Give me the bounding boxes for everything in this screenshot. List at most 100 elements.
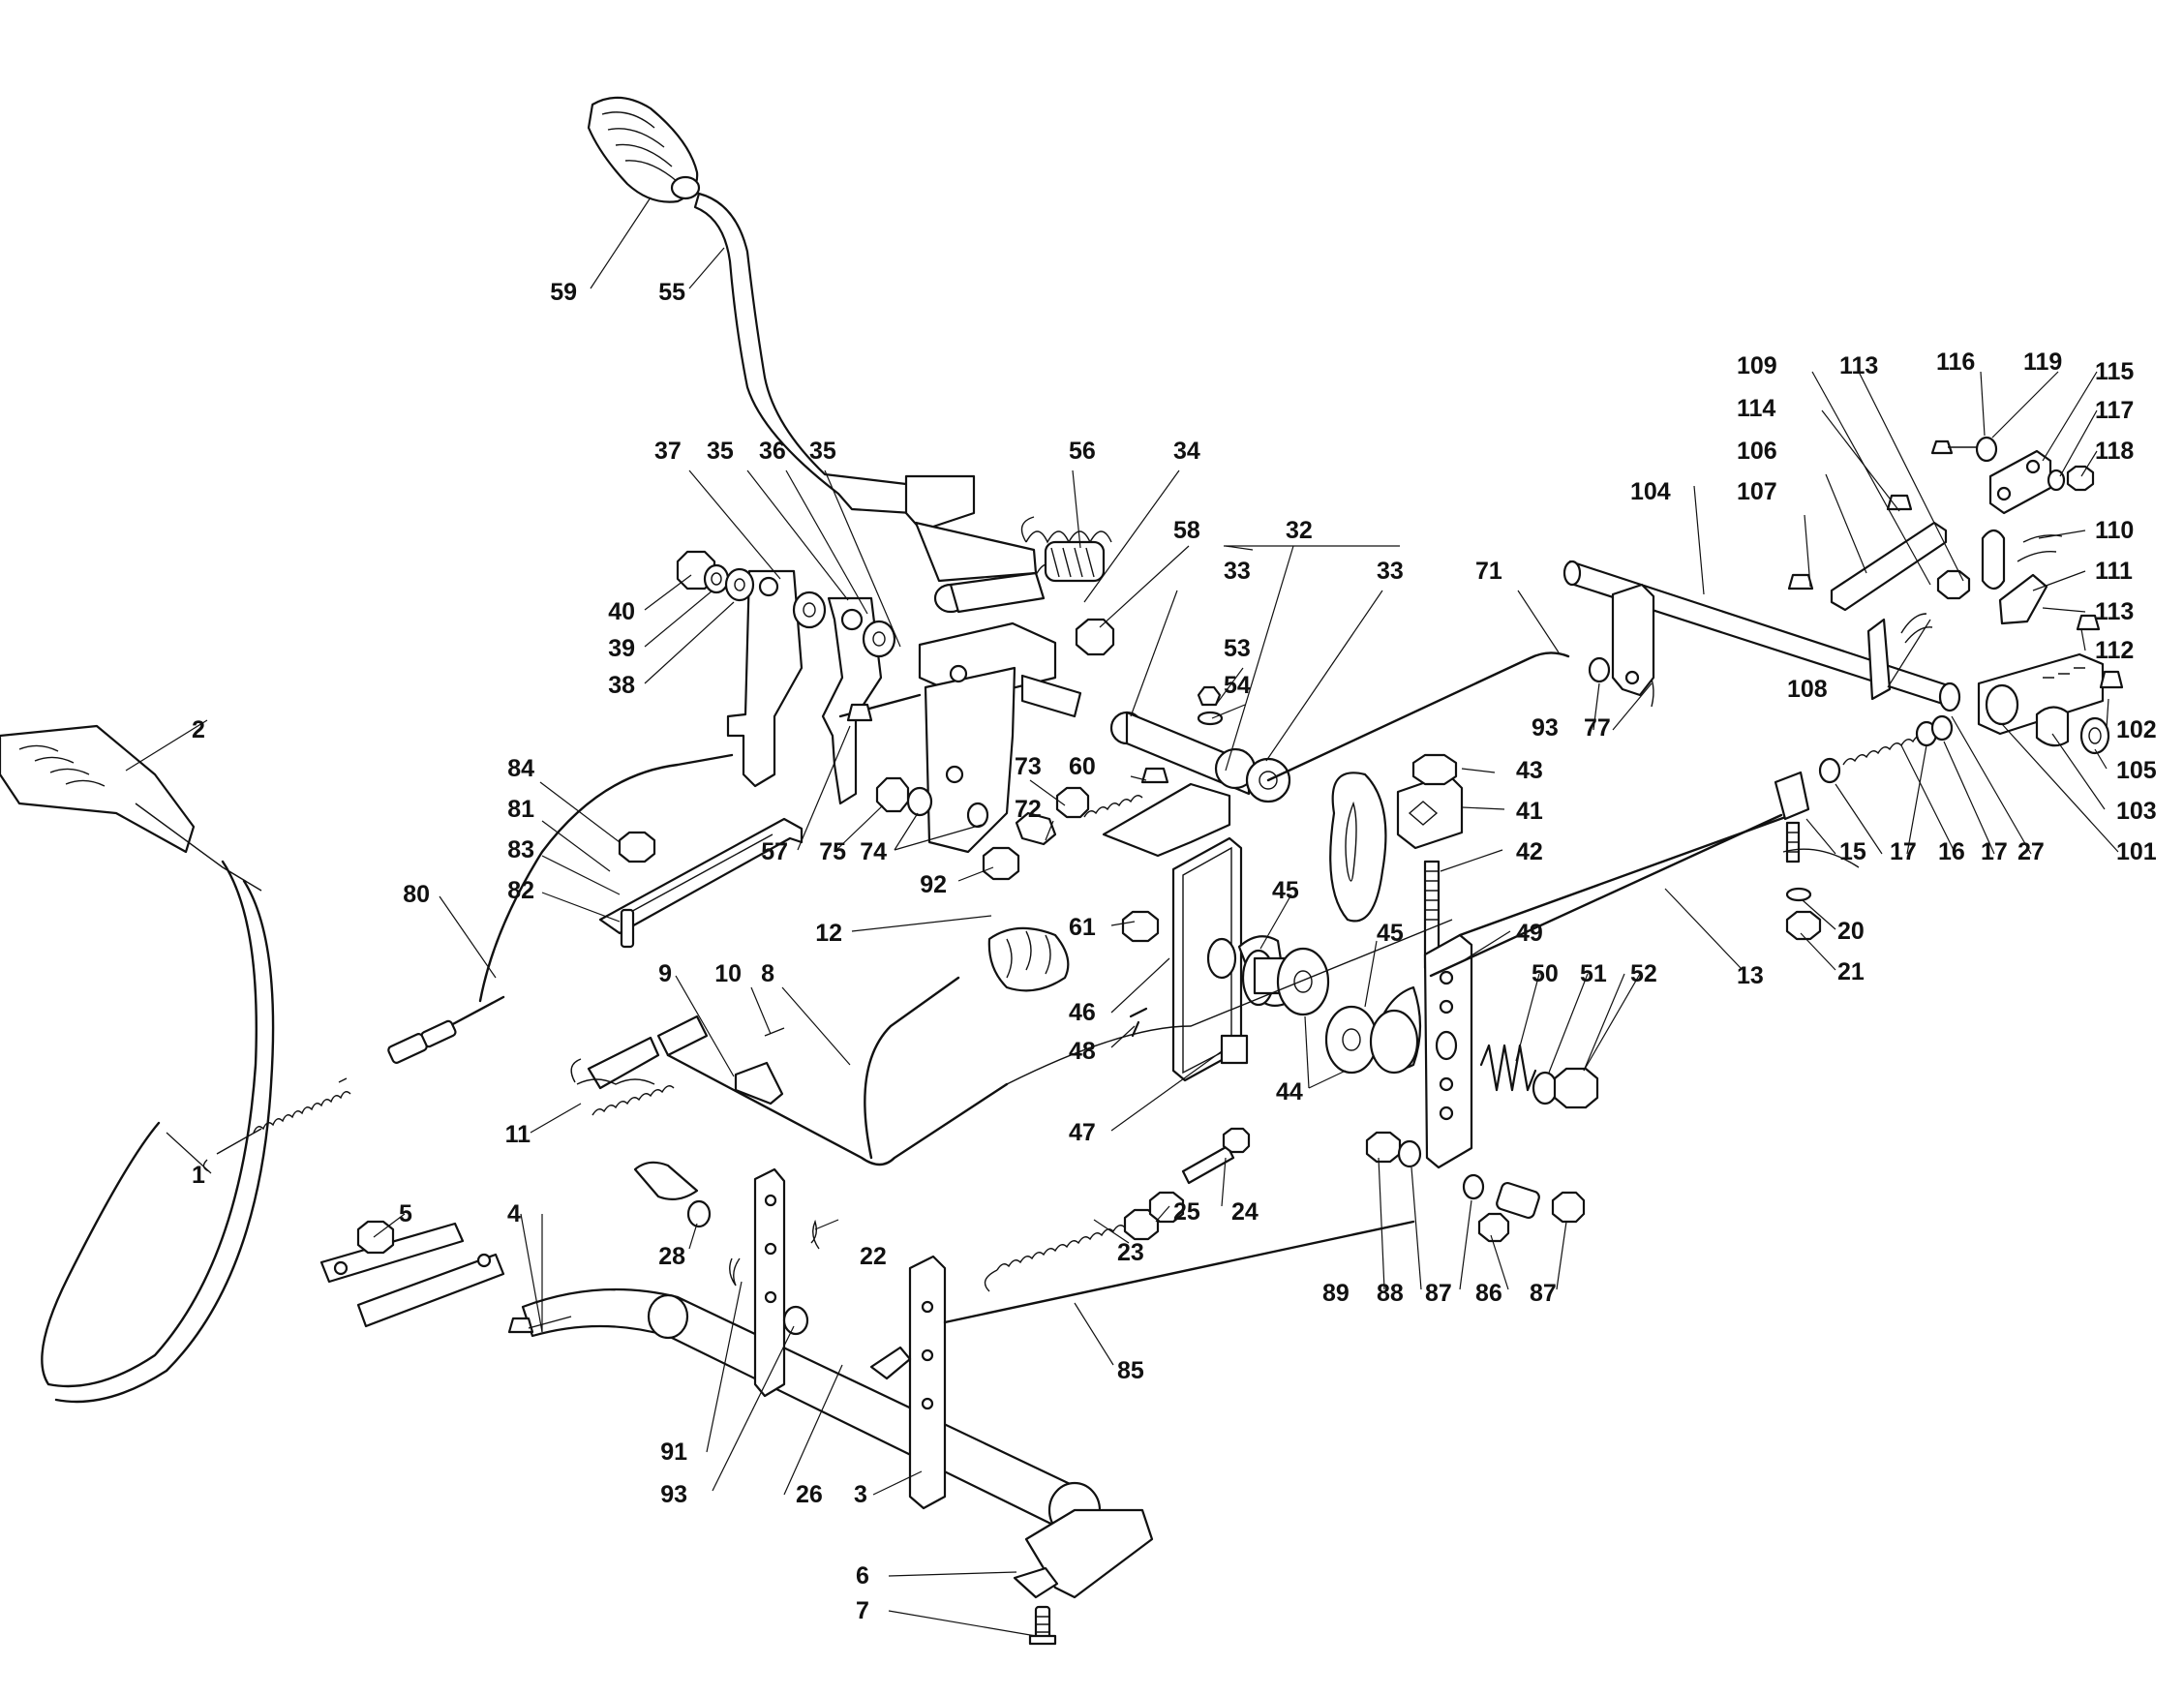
callout-87b: 87 <box>1530 1280 1557 1307</box>
callout-61: 61 <box>1069 914 1096 941</box>
callout-28: 28 <box>658 1243 685 1270</box>
callout-7: 7 <box>856 1597 869 1624</box>
callout-44: 44 <box>1276 1078 1303 1105</box>
callout-15: 15 <box>1839 838 1866 865</box>
rod-13 <box>1458 714 1954 941</box>
callout-3: 3 <box>854 1481 867 1508</box>
callout-50: 50 <box>1532 960 1559 987</box>
nut-58 <box>1075 618 1115 656</box>
callout-119: 119 <box>2023 348 2062 376</box>
callout-41: 41 <box>1516 798 1543 825</box>
callout-numbers: 59 55 56 34 58 32 33 33 53 54 71 93 77 3… <box>192 279 2157 1624</box>
callout-89: 89 <box>1322 1280 1350 1307</box>
callout-11: 11 <box>505 1121 531 1148</box>
callout-36: 36 <box>759 438 786 465</box>
callout-20: 20 <box>1837 918 1865 945</box>
knob-59 <box>587 96 701 203</box>
cable-80 <box>202 753 734 1172</box>
callout-107: 107 <box>1737 478 1777 505</box>
callout-82: 82 <box>507 877 534 904</box>
callout-5: 5 <box>399 1200 412 1227</box>
linkage-41 <box>1329 753 1783 1169</box>
callout-58: 58 <box>1173 517 1200 544</box>
callout-33b: 33 <box>1377 558 1404 585</box>
bracket-106 <box>1787 494 2063 701</box>
callout-105: 105 <box>2116 757 2157 784</box>
callout-45a: 45 <box>1272 877 1299 904</box>
callout-22: 22 <box>860 1243 887 1270</box>
bracket-60 <box>1083 767 1231 943</box>
callout-93b: 93 <box>660 1481 687 1508</box>
callout-23: 23 <box>1117 1239 1144 1266</box>
spring-50 <box>1479 1044 1599 1109</box>
shaft-assembly-32 <box>1109 651 1570 803</box>
bracket-46 <box>1129 836 1422 1082</box>
callout-38: 38 <box>608 672 635 699</box>
callout-92: 92 <box>920 871 947 898</box>
callout-10: 10 <box>714 960 742 987</box>
callout-104: 104 <box>1630 478 1671 505</box>
arms-22-91 <box>729 1167 1415 1510</box>
callout-26: 26 <box>796 1481 823 1508</box>
callout-27: 27 <box>2017 838 2045 865</box>
callout-72: 72 <box>1015 796 1042 823</box>
bolt-nuts-57-92 <box>846 703 1090 881</box>
callout-17b: 17 <box>1981 838 2008 865</box>
lever-55 <box>693 192 1046 614</box>
callout-117: 117 <box>2095 397 2134 424</box>
callout-80: 80 <box>403 881 430 908</box>
callout-101: 101 <box>2116 838 2157 865</box>
callout-59: 59 <box>550 279 577 306</box>
callout-51: 51 <box>1580 960 1607 987</box>
callout-109: 109 <box>1737 352 1777 379</box>
callout-6: 6 <box>856 1562 869 1590</box>
callout-35b: 35 <box>809 438 836 465</box>
callout-113b: 113 <box>2095 598 2134 625</box>
plate-81 <box>598 817 804 949</box>
callout-57: 57 <box>761 838 788 865</box>
shaft-104 <box>1562 560 1961 712</box>
callout-25: 25 <box>1173 1198 1200 1226</box>
leader-lines <box>125 197 2119 1637</box>
callout-4: 4 <box>507 1200 521 1227</box>
callout-85: 85 <box>1117 1357 1144 1384</box>
callout-88: 88 <box>1377 1280 1404 1307</box>
callout-45b: 45 <box>1377 920 1404 947</box>
callout-52: 52 <box>1630 960 1657 987</box>
callout-118: 118 <box>2095 438 2134 465</box>
callout-71: 71 <box>1475 558 1502 585</box>
callout-103: 103 <box>2116 798 2157 825</box>
callout-21: 21 <box>1837 958 1865 985</box>
plate-101 <box>1977 614 2124 755</box>
callout-13: 13 <box>1737 962 1764 989</box>
callout-16: 16 <box>1938 838 1965 865</box>
callout-74: 74 <box>860 838 887 865</box>
callout-40: 40 <box>608 598 635 625</box>
shaft-3 <box>319 1220 1154 1646</box>
bracket-34 <box>918 621 1082 854</box>
callout-39: 39 <box>608 635 635 662</box>
callout-110: 110 <box>2095 517 2134 544</box>
plates-35-37 <box>726 569 922 805</box>
callout-93a: 93 <box>1532 714 1559 742</box>
pedal-2 <box>0 724 275 1404</box>
callout-73: 73 <box>1015 753 1042 780</box>
spring-23 <box>984 1127 1251 1292</box>
callout-35a: 35 <box>707 438 734 465</box>
callout-24: 24 <box>1231 1198 1259 1226</box>
plate-115 <box>1930 436 2095 515</box>
callout-75: 75 <box>819 838 846 865</box>
callout-2: 2 <box>192 716 205 743</box>
callout-42: 42 <box>1516 838 1543 865</box>
callout-114: 114 <box>1737 395 1775 422</box>
callout-113a: 113 <box>1839 352 1878 379</box>
callout-46: 46 <box>1069 999 1096 1026</box>
callout-55: 55 <box>658 279 685 306</box>
callout-49: 49 <box>1516 920 1543 947</box>
callout-53: 53 <box>1224 635 1251 662</box>
callout-33a: 33 <box>1224 558 1251 585</box>
callout-84: 84 <box>507 755 534 782</box>
callout-34: 34 <box>1173 438 1200 465</box>
